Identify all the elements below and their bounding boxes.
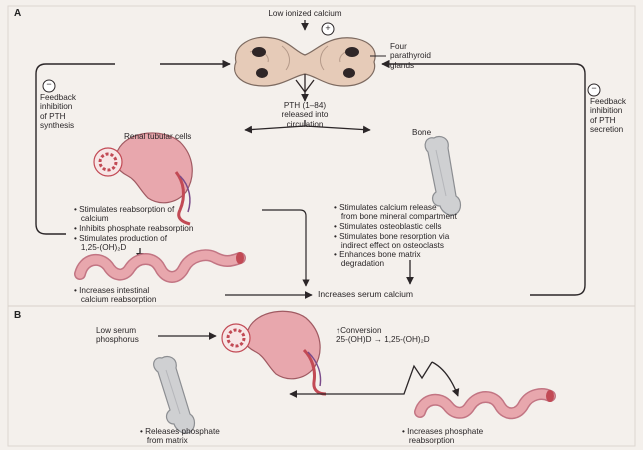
bone-title: Bone	[412, 128, 431, 137]
renal-effect-1: • Stimulates reabsorption of calcium	[74, 205, 174, 224]
bone-effect-2: • Stimulates osteoblastic cells	[334, 222, 442, 231]
bone-effect-3: • Stimulates bone resorption via indirec…	[334, 232, 449, 251]
bone-effect-1: • Stimulates calcium release from bone m…	[334, 203, 457, 222]
intestinal-effect: • Increases intestinal calcium reabsorpt…	[74, 286, 156, 305]
left-feedback-label: Feedback inhibition of PTH synthesis	[40, 93, 76, 131]
intestine-b-effect: • Increases phosphate reabsorption	[402, 427, 483, 446]
outcome-label: Increases serum calcium	[318, 290, 413, 299]
intestine-icon	[80, 252, 244, 277]
intestine-b-icon	[420, 390, 554, 413]
right-inhibition-sign: −	[588, 84, 600, 93]
low-phosphorus-label: Low serum phosphorus	[96, 326, 139, 345]
stimulus-label: Low ionized calcium	[250, 9, 360, 18]
kidney-b-icon	[222, 311, 326, 394]
renal-effect-2: • Inhibits phosphate reabsorption	[74, 224, 193, 233]
bone-b-icon	[154, 356, 195, 433]
arrow-renal-to-outcome	[262, 210, 306, 286]
panel-a-letter: A	[14, 8, 21, 19]
glands-label: Four parathyroid glands	[390, 42, 431, 70]
renal-effect-3: • Stimulates production of 1,25-(OH)₂D	[74, 234, 167, 253]
right-feedback-label: Feedback inhibition of PTH secretion	[590, 97, 626, 135]
left-inhibition-sign: −	[43, 80, 55, 89]
panel-b-letter: B	[14, 310, 21, 321]
arrow-conversion-to-intestine	[432, 362, 458, 396]
bone-b-effect: • Releases phosphate from matrix	[140, 427, 220, 446]
parathyroid-glands-icon	[235, 37, 376, 92]
bone-effect-4: • Enhances bone matrix degradation	[334, 250, 421, 269]
stimulation-sign: +	[322, 24, 334, 33]
renal-title: Renal tubular cells	[124, 132, 191, 141]
conversion-label: ↑Conversion 25-(OH)D → 1,25-(OH)₂D	[336, 326, 430, 345]
pth-release-label: PTH (1–84) released into circulation	[255, 101, 355, 129]
